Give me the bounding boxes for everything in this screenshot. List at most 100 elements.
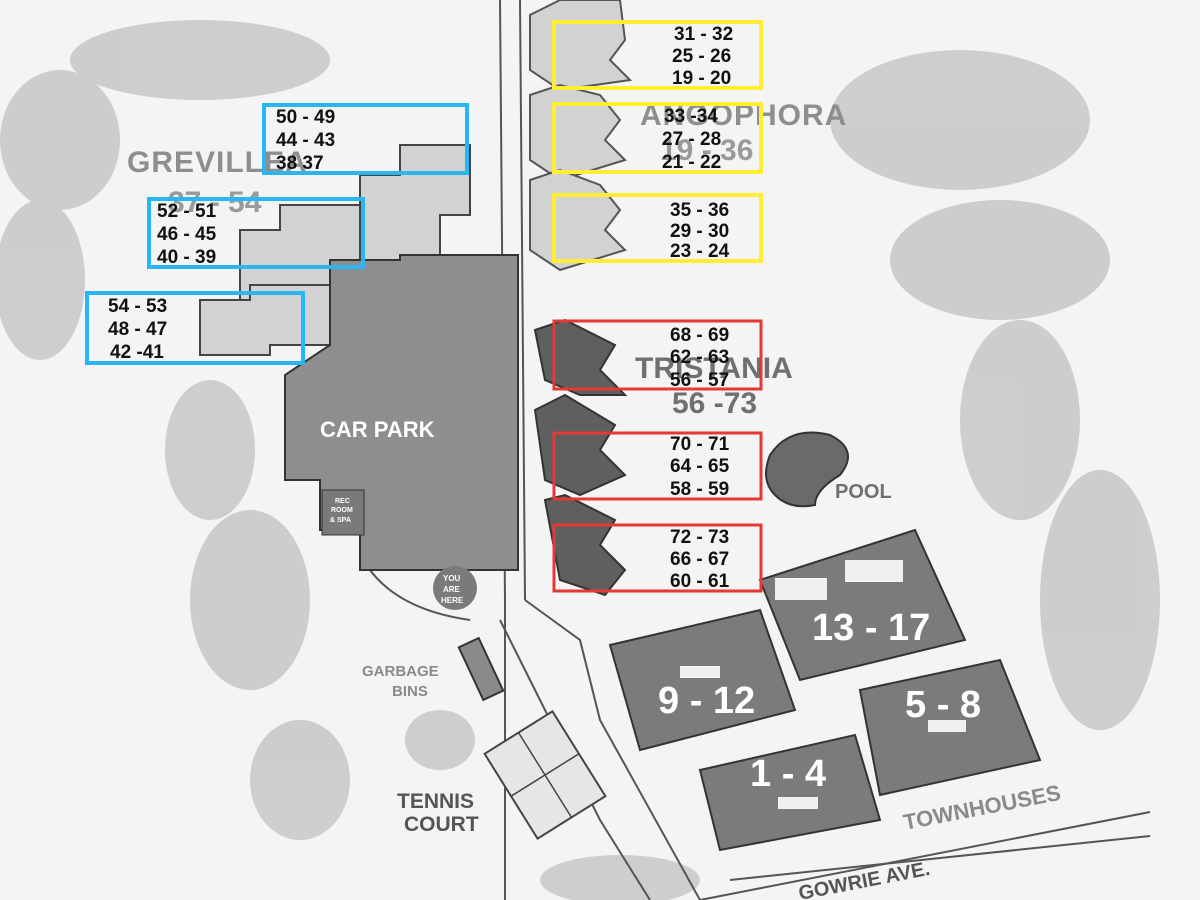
rec-room-spa [321,489,365,536]
unit-label: 35 - 36 [670,200,729,221]
townhouse-label: 1 - 4 [750,753,826,795]
yellow-unit-box: 35 - 36 29 - 30 23 - 24 [552,193,763,263]
court-line [510,753,580,797]
townhouse-label: 13 - 17 [812,607,930,649]
road-edge [524,599,701,900]
townhouse-label: 5 - 8 [905,684,981,726]
tree-cluster [0,70,120,210]
tennis-label-2: COURT [404,813,479,836]
unit-label: 38 37 [276,153,324,174]
unit-box-outline [552,102,763,174]
townhouse-windows [680,560,966,809]
yellow-unit-box: 33 -34 27 - 28 21 - 22 [552,102,763,174]
rec-room-label-2: ROOM [331,507,353,514]
unit-label: 21 - 22 [662,152,721,173]
unit-label: 23 - 24 [670,241,730,262]
you-are-here-label-1: YOU [443,574,461,583]
roads [369,0,1151,900]
tree-cluster [250,720,350,840]
townhouse-block [608,608,797,752]
unit-label: 68 - 69 [670,325,729,346]
unit-label: 48 - 47 [108,319,167,340]
tree-cluster [70,20,330,100]
yellow-unit-box: 31 - 32 25 - 26 19 - 20 [552,20,763,90]
unit-box-outline [552,431,763,501]
area-range-tristania: 56 -73 [672,387,757,420]
blue-unit-box: 50 - 49 44 - 43 38 37 [262,103,469,175]
window [928,720,966,732]
unit-label: 31 - 32 [674,24,733,45]
unit-label: 58 - 59 [670,479,729,500]
red-unit-box: 70 - 71 64 - 65 58 - 59 [552,431,763,501]
townhouse-block [758,528,967,682]
unit-label: 46 - 45 [157,224,217,245]
building [529,0,633,92]
tree-cluster [405,710,475,770]
unit-label: 44 - 43 [276,130,335,151]
pool-label: POOL [835,481,892,503]
area-name-tristania: TRISTANIA [635,352,793,385]
unit-label: 42 -41 [110,342,164,363]
townhouse-label: 9 - 12 [658,680,755,722]
area-range-grevillea: 37 - 54 [168,186,262,219]
tristania-buildings [533,318,628,597]
unit-label: 64 - 65 [670,456,730,477]
unit-box-outline [552,319,763,391]
tree-clusters [0,20,1160,900]
tree-cluster [165,380,255,520]
tennis-label-1: TENNIS [397,790,474,813]
rec-room-label-1: REC [335,498,350,505]
road-edge [369,569,471,621]
window [845,560,903,582]
building [533,393,627,497]
car-park-label: CAR PARK [320,417,435,442]
garbage-bins [457,636,505,702]
unit-label: 52 - 51 [157,201,217,222]
unit-label: 60 - 61 [670,571,730,592]
unit-box-outline [147,197,365,269]
red-unit-box: 72 - 73 66 - 67 60 - 61 [552,523,763,593]
unit-label: 27 - 28 [662,129,721,150]
tree-cluster [540,855,700,900]
road-edge [519,0,526,601]
blue-unit-box: 52 - 51 46 - 45 40 - 39 [147,197,365,269]
window [775,578,827,600]
unit-box-outline [552,20,763,90]
unit-label: 33 -34 [664,106,718,127]
unit-label: 70 - 71 [670,434,730,455]
road-edge [729,835,1151,881]
tennis-court [483,710,607,840]
tree-cluster [830,50,1090,190]
unit-label: 66 - 67 [670,549,729,570]
unit-box-outline [552,193,763,263]
red-unit-box: 68 - 69 62 - 63 56 - 57 [552,319,763,391]
unit-label: 29 - 30 [670,221,729,242]
unit-label: 62 - 63 [670,347,729,368]
garbage-label-2: BINS [392,683,428,700]
pool [765,431,849,508]
unit-label: 19 - 20 [672,68,731,89]
townhouse-block [698,733,882,852]
unit-label: 50 - 49 [276,107,335,128]
you-are-here-marker [433,566,477,610]
unit-label: 72 - 73 [670,527,729,548]
tree-cluster [960,320,1080,520]
window [778,797,818,809]
tree-cluster [190,510,310,690]
unit-box-outline [85,291,305,365]
tree-cluster [1040,470,1160,730]
unit-label: 54 - 53 [108,296,167,317]
unit-label: 56 - 57 [670,370,729,391]
area-range-angophora: 19 - 36 [660,134,753,167]
rec-room-label-3: & SPA [330,517,351,524]
building [533,318,628,396]
blue-unit-box: 54 - 53 48 - 47 42 -41 [85,291,305,365]
tree-cluster [890,200,1110,320]
you-are-here-label-3: HERE [441,596,464,605]
tree-cluster [0,200,85,360]
unit-label: 25 - 26 [672,46,731,67]
unit-label: 40 - 39 [157,247,216,268]
unit-box-outline [262,103,469,175]
unit-box-outline [552,523,763,593]
